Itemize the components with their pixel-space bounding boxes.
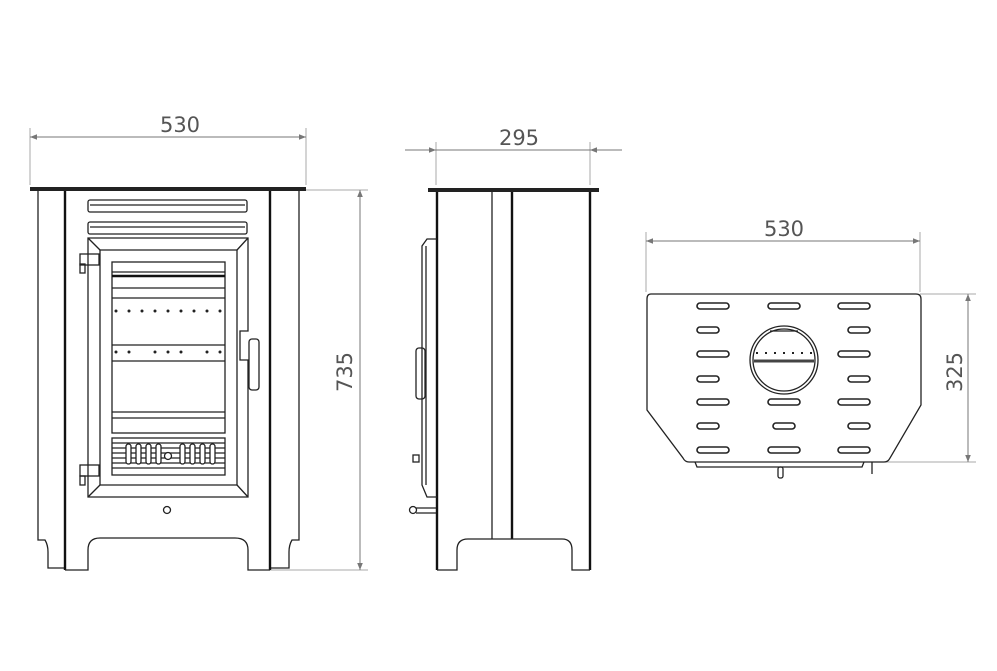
top-vent [87, 199, 248, 213]
front-height-dimension: 735 [270, 189, 368, 571]
side-catch [412, 454, 420, 463]
door-handle[interactable] [248, 338, 260, 391]
side-depth-label: 295 [499, 126, 539, 150]
front-height-label: 735 [333, 352, 357, 392]
side-door-handle[interactable] [415, 347, 426, 400]
door-glass [111, 261, 226, 434]
stove-front-body [30, 187, 306, 571]
side-air-knob[interactable] [408, 505, 437, 515]
top-depth-dimension: 325 [880, 293, 976, 463]
top-width-dimension: 530 [645, 217, 921, 292]
flue-collar [749, 325, 819, 395]
front-view: 530 735 [29, 113, 368, 571]
ash-grille[interactable] [111, 437, 226, 476]
top-width-label: 530 [764, 217, 804, 241]
air-holes-row-1 [114, 309, 222, 313]
door[interactable] [79, 237, 260, 498]
hinge-top [79, 253, 100, 274]
side-depth-dimension: 295 [405, 126, 622, 185]
side-view: 295 [405, 126, 622, 571]
front-width-label: 530 [160, 113, 200, 137]
hinge-bottom [79, 464, 100, 486]
air-control-knob[interactable] [162, 505, 172, 515]
stove-side-body [408, 188, 599, 571]
top-view: 530 325 [645, 217, 976, 479]
air-holes-row-2 [114, 350, 222, 354]
front-width-dimension: 530 [29, 113, 307, 185]
top-depth-label: 325 [943, 352, 967, 392]
upper-vent [87, 221, 248, 235]
vent-slots [696, 302, 871, 454]
stove-top-plate [646, 293, 922, 479]
